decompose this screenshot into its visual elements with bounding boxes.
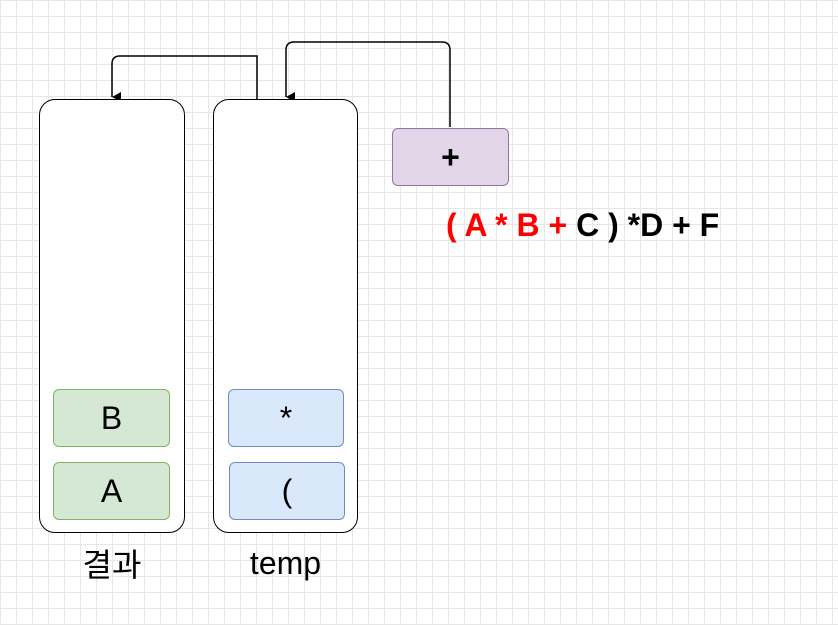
temp-stack-item-bottom: (	[229, 462, 345, 520]
temp-stack-label: temp	[249, 545, 322, 581]
expression-highlighted: ( A * B +	[446, 207, 577, 243]
result-stack	[39, 99, 185, 533]
arrow-temp-to-result	[111, 55, 258, 389]
incoming-operator-box: +	[392, 128, 509, 186]
temp-stack-item-top: *	[228, 389, 344, 447]
result-stack-label: 결과	[82, 547, 142, 583]
expression: ( A * B + C ) *D + F	[446, 207, 719, 244]
expression-rest: C ) *D + F	[576, 207, 720, 243]
result-stack-item-bottom: A	[53, 462, 170, 520]
temp-stack	[213, 99, 358, 533]
result-stack-item-top: B	[53, 389, 170, 447]
arrow-operator-to-temp	[285, 41, 451, 127]
